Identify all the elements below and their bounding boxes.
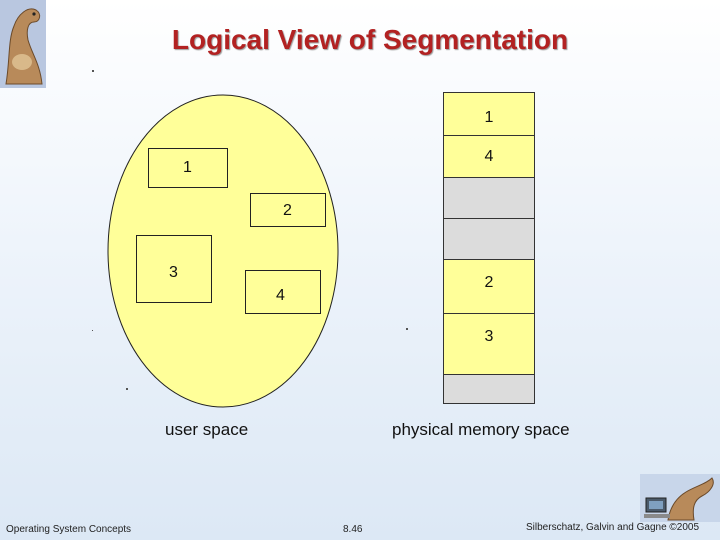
stray-dot [92, 70, 94, 72]
memory-cell-label: 1 [484, 109, 494, 126]
physical-memory-label: physical memory space [392, 420, 570, 439]
user-segment-1: 1 [148, 148, 228, 188]
memory-cell-label: 2 [484, 274, 494, 291]
memory-cell-segment-4: 4 [443, 135, 535, 178]
user-segment-4: 4 [245, 270, 321, 314]
dinosaur-logo-icon [0, 0, 46, 88]
memory-cell-segment-2: 2 [443, 259, 535, 314]
user-segment-3: 3 [136, 235, 212, 303]
memory-cell-free [443, 218, 535, 260]
memory-cell-label: 3 [484, 328, 494, 345]
stray-dot [406, 328, 408, 330]
user-segment-4-label: 4 [276, 287, 285, 304]
user-space-label: user space [165, 420, 249, 439]
user-segment-2-label: 2 [283, 202, 292, 219]
memory-cell-segment-1: 1 [443, 92, 535, 136]
user-segment-3-label: 3 [169, 264, 178, 281]
memory-cell-segment-3: 3 [443, 313, 535, 375]
slide-title: Logical View of Segmentation [171, 24, 569, 55]
memory-cell-label: 4 [484, 148, 494, 165]
footer-course: Operating System Concepts [6, 524, 132, 535]
footer-page-number: 8.46 [343, 524, 363, 535]
memory-cell-free [443, 177, 535, 219]
memory-cell-free [443, 374, 535, 404]
stray-dot [126, 388, 128, 390]
user-segment-1-label: 1 [183, 159, 192, 176]
stray-dot [92, 330, 93, 331]
user-segment-2: 2 [250, 193, 326, 227]
dinosaur-computer-logo-icon [640, 474, 720, 522]
footer-copyright: Silberschatz, Galvin and Gagne ©2005 [526, 522, 700, 533]
